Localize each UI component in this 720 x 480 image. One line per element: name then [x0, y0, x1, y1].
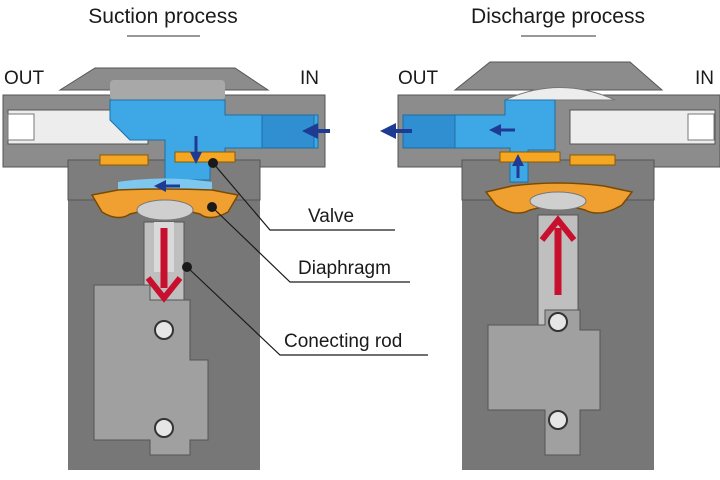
diaphragm-callout: Diaphragm: [298, 258, 391, 279]
suction-panel: Suction process OUT IN: [2, 5, 330, 470]
valve-callout: Valve: [308, 206, 354, 227]
discharge-in-label: IN: [695, 68, 714, 89]
diaphragm-leader-line: [211, 206, 410, 283]
discharge-crank-block: [487, 309, 601, 456]
suction-outlet-valve: [99, 154, 149, 166]
callouts: Valve Diaphragm Conecting rod: [182, 158, 428, 356]
discharge-upper-bearing: [548, 312, 568, 332]
discharge-outlet-valve: [499, 151, 561, 163]
suction-title: Suction process: [88, 5, 237, 28]
suction-crank-block: [93, 284, 209, 456]
valve-leader-line: [212, 162, 395, 231]
suction-diaphragm-plate: [136, 199, 194, 221]
suction-out-nozzle: [7, 113, 35, 141]
rod-leader-line: [186, 266, 428, 356]
discharge-inlet-valve: [569, 154, 616, 166]
suction-lower-bearing: [154, 418, 174, 438]
suction-out-label: OUT: [4, 68, 45, 89]
suction-in-port: [261, 114, 315, 149]
discharge-housing-cap: [504, 87, 616, 101]
discharge-title: Discharge process: [471, 5, 645, 28]
suction-upper-bearing: [154, 320, 174, 340]
discharge-panel: Discharge process OUT IN: [380, 5, 720, 470]
suction-housing-cap: [110, 80, 225, 100]
suction-in-label: IN: [300, 68, 319, 89]
discharge-lower-bearing: [548, 410, 568, 430]
connecting-rod-callout: Conecting rod: [284, 331, 402, 352]
discharge-out-label: OUT: [398, 68, 439, 89]
discharge-diaphragm-plate: [529, 191, 587, 211]
discharge-red-arrow-icon: [539, 215, 577, 242]
discharge-in-nozzle: [687, 113, 715, 141]
suction-red-arrow-icon: [145, 276, 183, 303]
discharge-housing-top: [453, 61, 664, 91]
suction-inlet-valve: [174, 151, 236, 163]
